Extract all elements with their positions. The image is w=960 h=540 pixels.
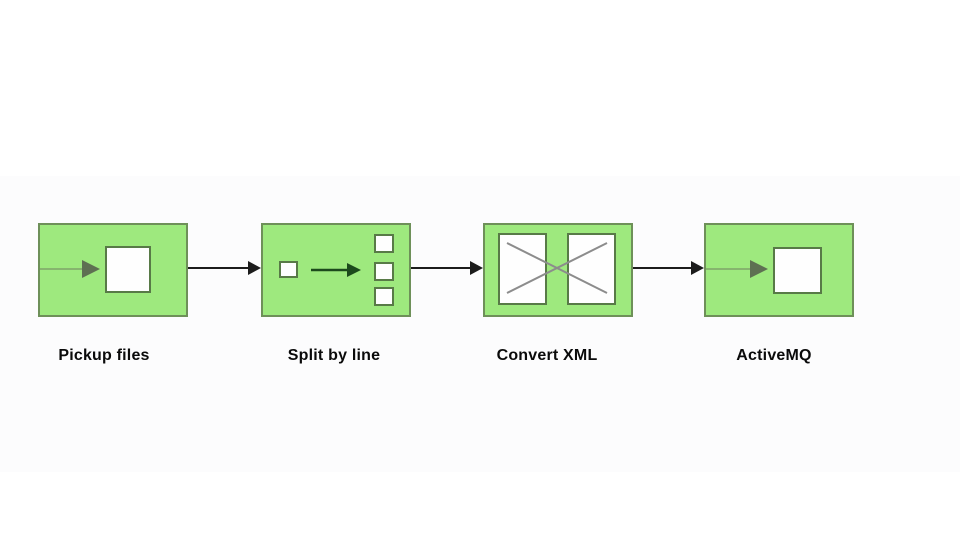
node-activemq[interactable] (704, 223, 854, 317)
endpoint-arrow-icon (706, 247, 822, 294)
node-label-pickup-files: Pickup files (58, 347, 150, 364)
connector-arrow (411, 261, 483, 275)
translator-icon (498, 233, 616, 305)
node-pickup-files[interactable] (38, 223, 188, 317)
node-label-activemq: ActiveMQ (736, 347, 812, 364)
node-label-convert-xml: Convert XML (496, 347, 598, 364)
endpoint-arrow-icon (40, 246, 151, 293)
connector-arrow (633, 261, 704, 275)
diagram-background-band (0, 176, 960, 472)
node-label-split-by-line: Split by line (287, 347, 381, 364)
node-convert-xml[interactable] (483, 223, 633, 317)
connector-arrow (188, 261, 261, 275)
splitter-icon (279, 234, 394, 306)
node-split-by-line[interactable] (261, 223, 411, 317)
